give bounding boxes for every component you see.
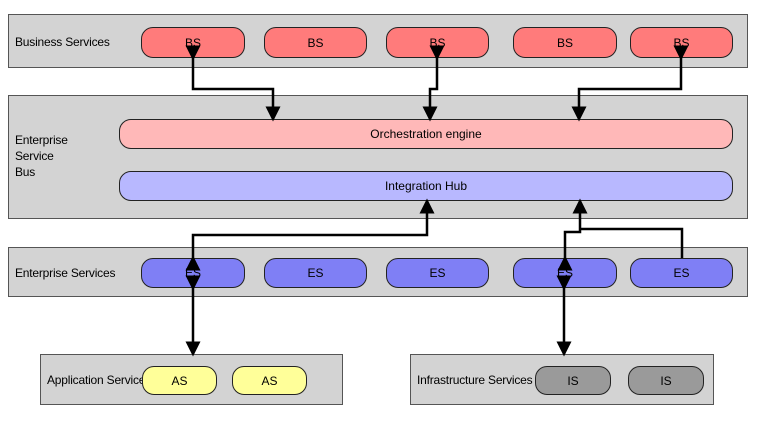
business-services-label: Business Services [15, 35, 110, 49]
integration-hub[interactable]: Integration Hub [119, 171, 733, 201]
esb-label-line-1: Enterprise [15, 133, 68, 147]
business-service-4[interactable]: BS [513, 27, 617, 58]
esb-label-line-3: Bus [15, 165, 36, 179]
business-service-3[interactable]: BS [386, 27, 489, 58]
business-service-1[interactable]: BS [141, 27, 245, 58]
enterprise-service-5[interactable]: ES [630, 258, 733, 288]
business-services-layer: Business Services [8, 14, 748, 68]
infrastructure-service-1[interactable]: IS [535, 366, 611, 395]
application-service-1[interactable]: AS [142, 366, 217, 395]
enterprise-service-4[interactable]: ES [513, 258, 617, 288]
application-service-2[interactable]: AS [232, 366, 307, 395]
enterprise-services-label: Enterprise Services [15, 266, 116, 280]
application-services-label: Application Services [47, 373, 152, 387]
business-service-5[interactable]: BS [630, 27, 733, 58]
enterprise-service-2[interactable]: ES [264, 258, 367, 288]
infrastructure-services-label: Infrastructure Services [417, 373, 533, 387]
enterprise-service-3[interactable]: ES [386, 258, 489, 288]
enterprise-service-1[interactable]: ES [141, 258, 245, 288]
orchestration-engine[interactable]: Orchestration engine [119, 119, 733, 149]
business-service-2[interactable]: BS [264, 27, 367, 58]
infrastructure-service-2[interactable]: IS [628, 366, 704, 395]
esb-label-line-2: Service [15, 149, 54, 163]
